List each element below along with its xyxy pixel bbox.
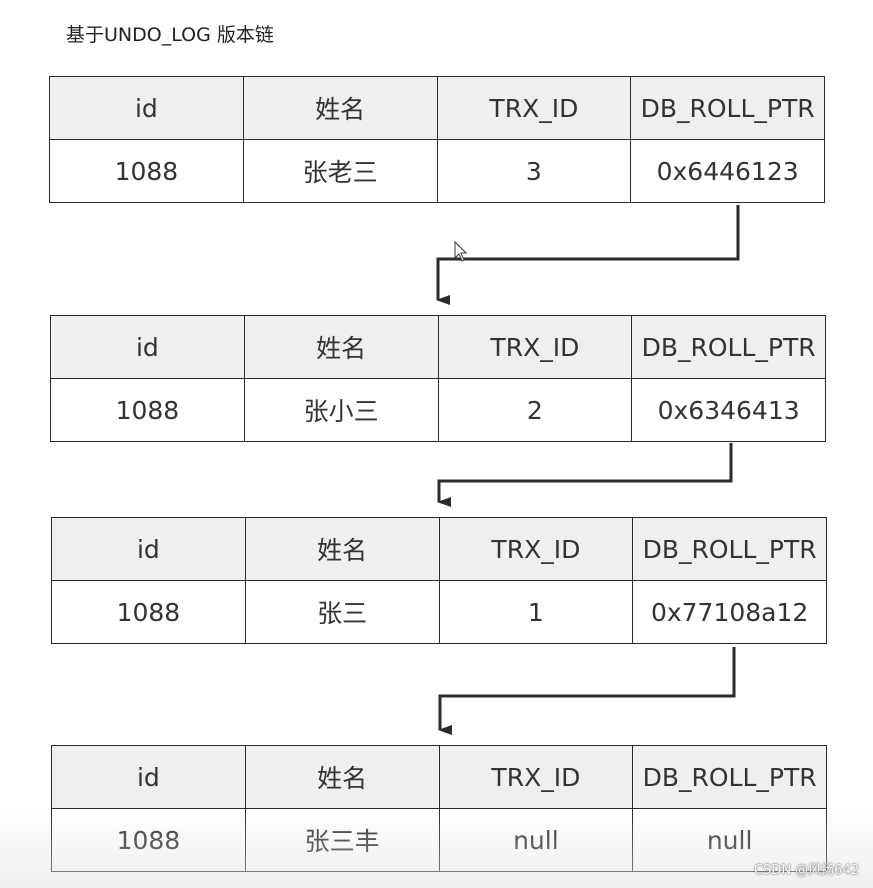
cell-trx-id: 2 <box>437 378 633 442</box>
roll-pointer-arrow-2 <box>437 443 733 507</box>
column-header-id: id <box>51 745 246 809</box>
column-header-roll-ptr: DB_ROLL_PTR <box>631 315 826 379</box>
table-header-row: id 姓名 TRX_ID DB_ROLL_PTR <box>51 745 827 809</box>
cell-name: 张老三 <box>242 139 438 203</box>
column-header-roll-ptr: DB_ROLL_PTR <box>632 517 827 581</box>
cell-name: 张三 <box>244 580 440 644</box>
column-header-trx-id: TRX_ID <box>436 76 632 140</box>
column-header-id: id <box>50 315 245 379</box>
cell-id: 1088 <box>51 580 246 644</box>
column-header-roll-ptr: DB_ROLL_PTR <box>632 745 827 809</box>
column-header-id: id <box>49 76 244 140</box>
table-row: 1088 张三 1 0x77108a12 <box>51 580 827 644</box>
column-header-name: 姓名 <box>243 315 439 379</box>
cell-roll-ptr: 0x77108a12 <box>632 580 827 644</box>
table-row: 1088 张小三 2 0x6346413 <box>50 378 826 442</box>
column-header-id: id <box>51 517 246 581</box>
roll-pointer-arrow-3 <box>438 647 736 735</box>
table-header-row: id 姓名 TRX_ID DB_ROLL_PTR <box>51 517 827 581</box>
version-table-1: id 姓名 TRX_ID DB_ROLL_PTR 1088 张老三 3 0x64… <box>49 76 825 203</box>
roll-pointer-arrow-1 <box>436 205 740 305</box>
table-header-row: id 姓名 TRX_ID DB_ROLL_PTR <box>49 76 825 140</box>
cell-trx-id: 3 <box>436 139 632 203</box>
mouse-cursor-icon <box>454 240 468 262</box>
cell-trx-id: 1 <box>438 580 634 644</box>
table-header-row: id 姓名 TRX_ID DB_ROLL_PTR <box>50 315 826 379</box>
column-header-trx-id: TRX_ID <box>438 517 634 581</box>
column-header-name: 姓名 <box>242 76 438 140</box>
column-header-name: 姓名 <box>244 745 440 809</box>
table-row: 1088 张老三 3 0x6446123 <box>49 139 825 203</box>
column-header-trx-id: TRX_ID <box>437 315 633 379</box>
diagram-title: 基于UNDO_LOG 版本链 <box>66 24 274 46</box>
version-table-3: id 姓名 TRX_ID DB_ROLL_PTR 1088 张三 1 0x771… <box>51 517 827 644</box>
column-header-name: 姓名 <box>244 517 440 581</box>
cell-id: 1088 <box>50 378 245 442</box>
cell-roll-ptr: 0x6446123 <box>630 139 825 203</box>
watermark: CSDN @风扬642 <box>753 863 859 878</box>
column-header-trx-id: TRX_ID <box>438 745 634 809</box>
cell-id: 1088 <box>49 139 244 203</box>
version-table-2: id 姓名 TRX_ID DB_ROLL_PTR 1088 张小三 2 0x63… <box>50 315 826 442</box>
cell-roll-ptr: 0x6346413 <box>631 378 826 442</box>
cell-name: 张小三 <box>243 378 439 442</box>
column-header-roll-ptr: DB_ROLL_PTR <box>630 76 825 140</box>
